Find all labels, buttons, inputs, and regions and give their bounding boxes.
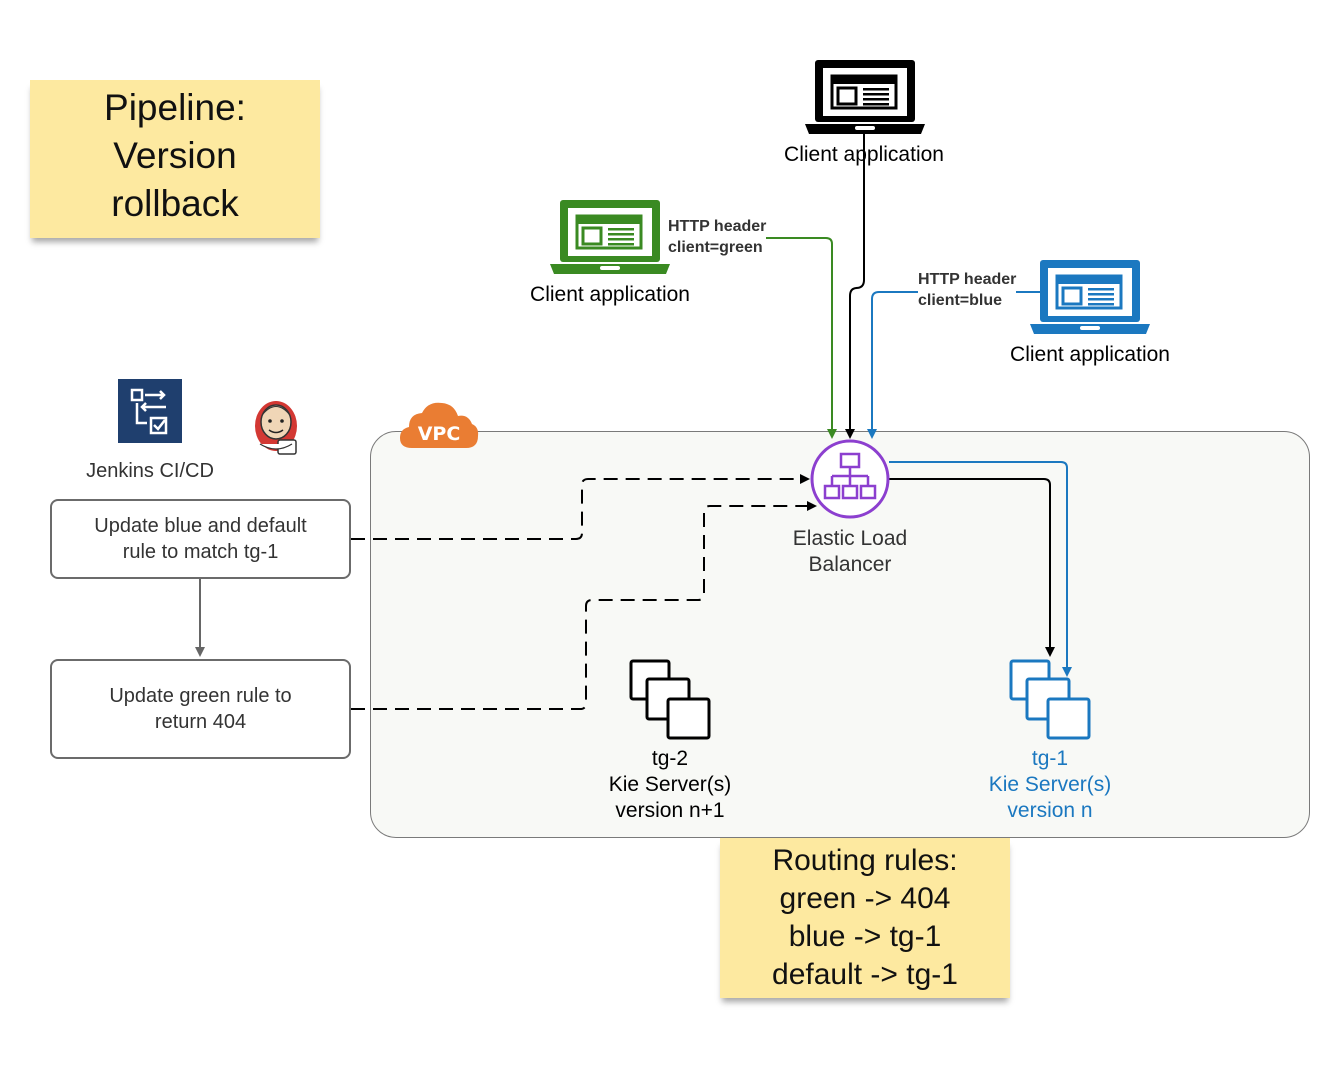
pipeline-note-line3: rollback	[111, 183, 239, 224]
edge-top-client-elb	[845, 133, 865, 439]
green-header-line1: HTTP header	[668, 218, 767, 235]
routing-note-line4: default -> tg-1	[772, 958, 958, 991]
client-green-label: Client application	[530, 283, 690, 306]
step-update-green: Update green rule to return 404	[50, 659, 351, 759]
step2-line1: Update green rule to	[109, 685, 292, 707]
edge-step2-elb	[351, 501, 817, 710]
edge-green-client-elb	[669, 237, 837, 439]
blue-http-header: HTTP header client=blue	[918, 269, 1017, 311]
routing-note-line3: blue -> tg-1	[788, 920, 942, 953]
step-update-blue-default: Update blue and default rule to match tg…	[50, 499, 351, 579]
routing-note-line1: Routing rules:	[772, 844, 958, 877]
tg2-servers-icon	[629, 659, 711, 740]
tg1-label: tg-1 Kie Server(s) version n	[950, 746, 1150, 824]
routing-note-line2: green -> 404	[779, 882, 951, 915]
tg2-label: tg-2 Kie Server(s) version n+1	[570, 746, 770, 824]
tg2-label-line1: tg-2	[651, 747, 689, 770]
laptop-icon-top	[805, 60, 925, 134]
tg1-servers-icon	[1009, 659, 1091, 740]
tg1-label-line1: tg-1	[1031, 747, 1069, 770]
codepipeline-icon	[118, 379, 182, 443]
pipeline-note-line1: Pipeline:	[104, 87, 246, 128]
laptop-icon-blue	[1030, 260, 1150, 334]
client-top-label: Client application	[784, 143, 944, 166]
green-header-line2: client=green	[668, 239, 763, 256]
step1-line2: rule to match tg-1	[122, 541, 279, 563]
blue-header-line2: client=blue	[918, 292, 1003, 309]
jenkins-label: Jenkins CI/CD	[86, 460, 214, 482]
blue-header-line1: HTTP header	[918, 271, 1017, 288]
tg1-label-line3: version n	[1007, 799, 1093, 822]
jenkins-icon	[255, 401, 297, 455]
elb-label: Elastic Load Balancer	[750, 526, 950, 578]
vpc-badge-text: VPC	[418, 423, 461, 445]
vpc-cloud-icon: VPC	[400, 402, 479, 448]
step1-line1: Update blue and default	[94, 515, 307, 537]
pipeline-note-line2: Version	[113, 135, 237, 176]
edge-elb-tg1-blue	[889, 461, 1072, 677]
load-balancer-icon	[810, 439, 890, 519]
tg2-label-line3: version n+1	[615, 799, 725, 822]
green-http-header: HTTP header client=green	[668, 216, 767, 258]
edge-step1-elb	[351, 474, 810, 540]
edge-elb-tg1-black	[889, 478, 1055, 657]
edge-blue-client-elb	[867, 291, 1040, 439]
pipeline-note: Pipeline: Version rollback	[30, 80, 320, 238]
tg1-label-line2: Kie Server(s)	[988, 773, 1112, 796]
tg2-label-line2: Kie Server(s)	[608, 773, 732, 796]
client-blue-label: Client application	[1010, 343, 1170, 366]
step2-line2: return 404	[154, 711, 247, 733]
elb-label-line1: Elastic Load	[792, 527, 908, 550]
routing-rules-note: Routing rules: green -> 404 blue -> tg-1…	[720, 838, 1010, 998]
laptop-icon-green	[550, 200, 670, 274]
elb-label-line2: Balancer	[808, 553, 892, 576]
